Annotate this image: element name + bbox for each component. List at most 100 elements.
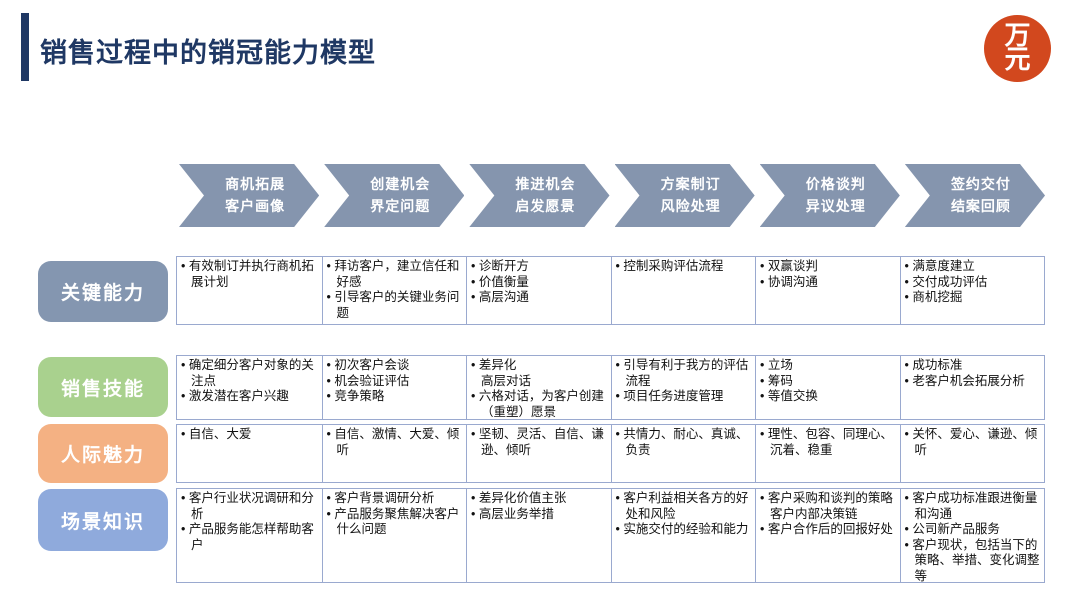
- bullet-list: 拜访客户，建立信任和好感引导客户的关键业务问题: [327, 259, 464, 321]
- matrix-row-3: 客户行业状况调研和分析产品服务能怎样帮助客户客户背景调研分析产品服务聚焦解决客户…: [176, 488, 1045, 583]
- stage-chevron-6: 签约交付结案回顾: [905, 164, 1045, 227]
- bullet-list: 双赢谈判协调沟通: [760, 259, 897, 290]
- logo-char-bottom: 元: [1004, 44, 1031, 75]
- bullet-item: 公司新产品服务: [905, 522, 1042, 538]
- matrix-cell-r0-c3: 控制采购评估流程: [610, 257, 756, 324]
- stage-label: 商机拓展: [225, 175, 286, 192]
- bullet-list: 初次客户会谈机会验证评估竞争策略: [327, 358, 464, 405]
- stage-label: 签约交付: [950, 175, 1011, 192]
- bullet-item: 客户合作后的回报好处: [760, 522, 897, 538]
- stage-chevron-5: 价格谈判异议处理: [760, 164, 900, 227]
- bullet-item: 控制采购评估流程: [616, 259, 753, 275]
- bullet-list: 共情力、耐心、真诚、负责: [616, 427, 753, 458]
- matrix-cell-r2-c5: 关怀、爱心、谦逊、倾听: [899, 425, 1045, 482]
- matrix-cell-r0-c5: 满意度建立交付成功评估商机挖掘: [899, 257, 1045, 324]
- bullet-list: 成功标准老客户机会拓展分析: [905, 358, 1042, 389]
- bullet-list: 客户背景调研分析产品服务聚焦解决客户什么问题: [327, 491, 464, 538]
- bullet-item: 客户成功标准跟进衡量和沟通: [905, 491, 1042, 522]
- bullet-list: 客户采购和谈判的策略 客户内部决策链客户合作后的回报好处: [760, 491, 897, 538]
- matrix-cell-r3-c4: 客户采购和谈判的策略 客户内部决策链客户合作后的回报好处: [755, 489, 900, 582]
- stage-label: 价格谈判: [805, 175, 866, 192]
- bullet-list: 立场筹码等值交换: [760, 358, 897, 405]
- bullet-list: 控制采购评估流程: [616, 259, 753, 275]
- matrix-cell-r1-c0: 确定细分客户对象的关注点激发潜在客户兴趣: [177, 356, 322, 419]
- row-label-3: 场景知识: [38, 489, 168, 551]
- matrix-cell-r0-c1: 拜访客户，建立信任和好感引导客户的关键业务问题: [321, 257, 467, 324]
- bullet-item: 自信、大爱: [181, 427, 319, 443]
- bullet-list: 自信、激情、大爱、倾听: [327, 427, 464, 458]
- stage-label: 异议处理: [805, 197, 866, 214]
- matrix-cell-r2-c4: 理性、包容、同理心、沉着、稳重: [755, 425, 900, 482]
- bullet-item: 竞争策略: [327, 389, 464, 405]
- bullet-item: 客户利益相关各方的好处和风险: [616, 491, 753, 522]
- bullet-item: 引导有利于我方的评估流程: [616, 358, 753, 389]
- matrix-cell-r3-c0: 客户行业状况调研和分析产品服务能怎样帮助客户: [177, 489, 322, 582]
- stage-label: 客户画像: [225, 197, 286, 214]
- stage-chevron-3: 推进机会启发愿景: [469, 164, 609, 227]
- bullet-item: 关怀、爱心、谦逊、倾听: [905, 427, 1042, 458]
- bullet-list: 客户利益相关各方的好处和风险实施交付的经验和能力: [616, 491, 753, 538]
- bullet-list: 自信、大爱: [181, 427, 319, 443]
- matrix-cell-r1-c2: 差异化 高层对话六格对话，为客户创建（重塑）愿景: [466, 356, 611, 419]
- bullet-item: 差异化 高层对话: [471, 358, 608, 389]
- matrix-cell-r3-c2: 差异化价值主张高层业务举措: [466, 489, 611, 582]
- bullet-item: 产品服务能怎样帮助客户: [181, 522, 319, 553]
- bullet-list: 差异化价值主张高层业务举措: [471, 491, 608, 522]
- brand-logo-icon: 万 元: [984, 15, 1051, 82]
- bullet-list: 客户行业状况调研和分析产品服务能怎样帮助客户: [181, 491, 319, 553]
- bullet-item: 有效制订并执行商机拓展计划: [181, 259, 319, 290]
- bullet-item: 商机挖掘: [905, 290, 1042, 306]
- matrix-cell-r0-c4: 双赢谈判协调沟通: [755, 257, 900, 324]
- bullet-item: 坚韧、灵活、自信、谦逊、倾听: [471, 427, 608, 458]
- bullet-item: 等值交换: [760, 389, 897, 405]
- bullet-item: 高层沟通: [471, 290, 608, 306]
- matrix-cell-r2-c1: 自信、激情、大爱、倾听: [321, 425, 467, 482]
- bullet-item: 诊断开方: [471, 259, 608, 275]
- bullet-item: 六格对话，为客户创建（重塑）愿景: [471, 389, 608, 419]
- matrix-row-2: 自信、大爱自信、激情、大爱、倾听坚韧、灵活、自信、谦逊、倾听共情力、耐心、真诚、…: [176, 424, 1045, 483]
- bullet-list: 理性、包容、同理心、沉着、稳重: [760, 427, 897, 458]
- bullet-list: 差异化 高层对话六格对话，为客户创建（重塑）愿景: [471, 358, 608, 419]
- bullet-item: 差异化价值主张: [471, 491, 608, 507]
- matrix-cell-r3-c5: 客户成功标准跟进衡量和沟通公司新产品服务客户现状，包括当下的策略、举措、变化调整…: [899, 489, 1045, 582]
- bullet-item: 双赢谈判: [760, 259, 897, 275]
- bullet-list: 确定细分客户对象的关注点激发潜在客户兴趣: [181, 358, 319, 405]
- stage-label: 风险处理: [660, 197, 721, 214]
- stage-flow: 商机拓展客户画像创建机会界定问题推进机会启发愿景方案制订风险处理价格谈判异议处理…: [179, 164, 1045, 227]
- row-label-1: 销售技能: [38, 357, 168, 417]
- matrix-cell-r1-c5: 成功标准老客户机会拓展分析: [899, 356, 1045, 419]
- bullet-item: 初次客户会谈: [327, 358, 464, 374]
- title-accent-bar: [21, 13, 29, 81]
- bullet-list: 有效制订并执行商机拓展计划: [181, 259, 319, 290]
- bullet-item: 引导客户的关键业务问题: [327, 290, 464, 321]
- bullet-item: 实施交付的经验和能力: [616, 522, 753, 538]
- bullet-item: 成功标准: [905, 358, 1042, 374]
- matrix-cell-r0-c2: 诊断开方价值衡量高层沟通: [466, 257, 611, 324]
- stage-label: 启发愿景: [515, 197, 576, 214]
- logo-char-top: 万: [1004, 20, 1031, 51]
- bullet-list: 关怀、爱心、谦逊、倾听: [905, 427, 1042, 458]
- stage-label: 方案制订: [660, 175, 721, 192]
- bullet-list: 坚韧、灵活、自信、谦逊、倾听: [471, 427, 608, 458]
- bullet-item: 满意度建立: [905, 259, 1042, 275]
- bullet-item: 确定细分客户对象的关注点: [181, 358, 319, 389]
- matrix-cell-r0-c0: 有效制订并执行商机拓展计划: [177, 257, 322, 324]
- row-label-2: 人际魅力: [38, 424, 168, 483]
- bullet-list: 引导有利于我方的评估流程项目任务进度管理: [616, 358, 753, 405]
- bullet-item: 机会验证评估: [327, 374, 464, 390]
- row-label-0: 关键能力: [38, 261, 168, 322]
- bullet-item: 价值衡量: [471, 275, 608, 291]
- bullet-item: 交付成功评估: [905, 275, 1042, 291]
- matrix-cell-r1-c4: 立场筹码等值交换: [755, 356, 900, 419]
- bullet-item: 项目任务进度管理: [616, 389, 753, 405]
- bullet-list: 满意度建立交付成功评估商机挖掘: [905, 259, 1042, 306]
- bullet-item: 老客户机会拓展分析: [905, 374, 1042, 390]
- matrix-cell-r1-c3: 引导有利于我方的评估流程项目任务进度管理: [610, 356, 756, 419]
- matrix-cell-r1-c1: 初次客户会谈机会验证评估竞争策略: [321, 356, 467, 419]
- bullet-item: 客户行业状况调研和分析: [181, 491, 319, 522]
- stage-chevron-1: 商机拓展客户画像: [179, 164, 319, 227]
- bullet-item: 拜访客户，建立信任和好感: [327, 259, 464, 290]
- matrix-cell-r2-c2: 坚韧、灵活、自信、谦逊、倾听: [466, 425, 611, 482]
- matrix-cell-r2-c3: 共情力、耐心、真诚、负责: [610, 425, 756, 482]
